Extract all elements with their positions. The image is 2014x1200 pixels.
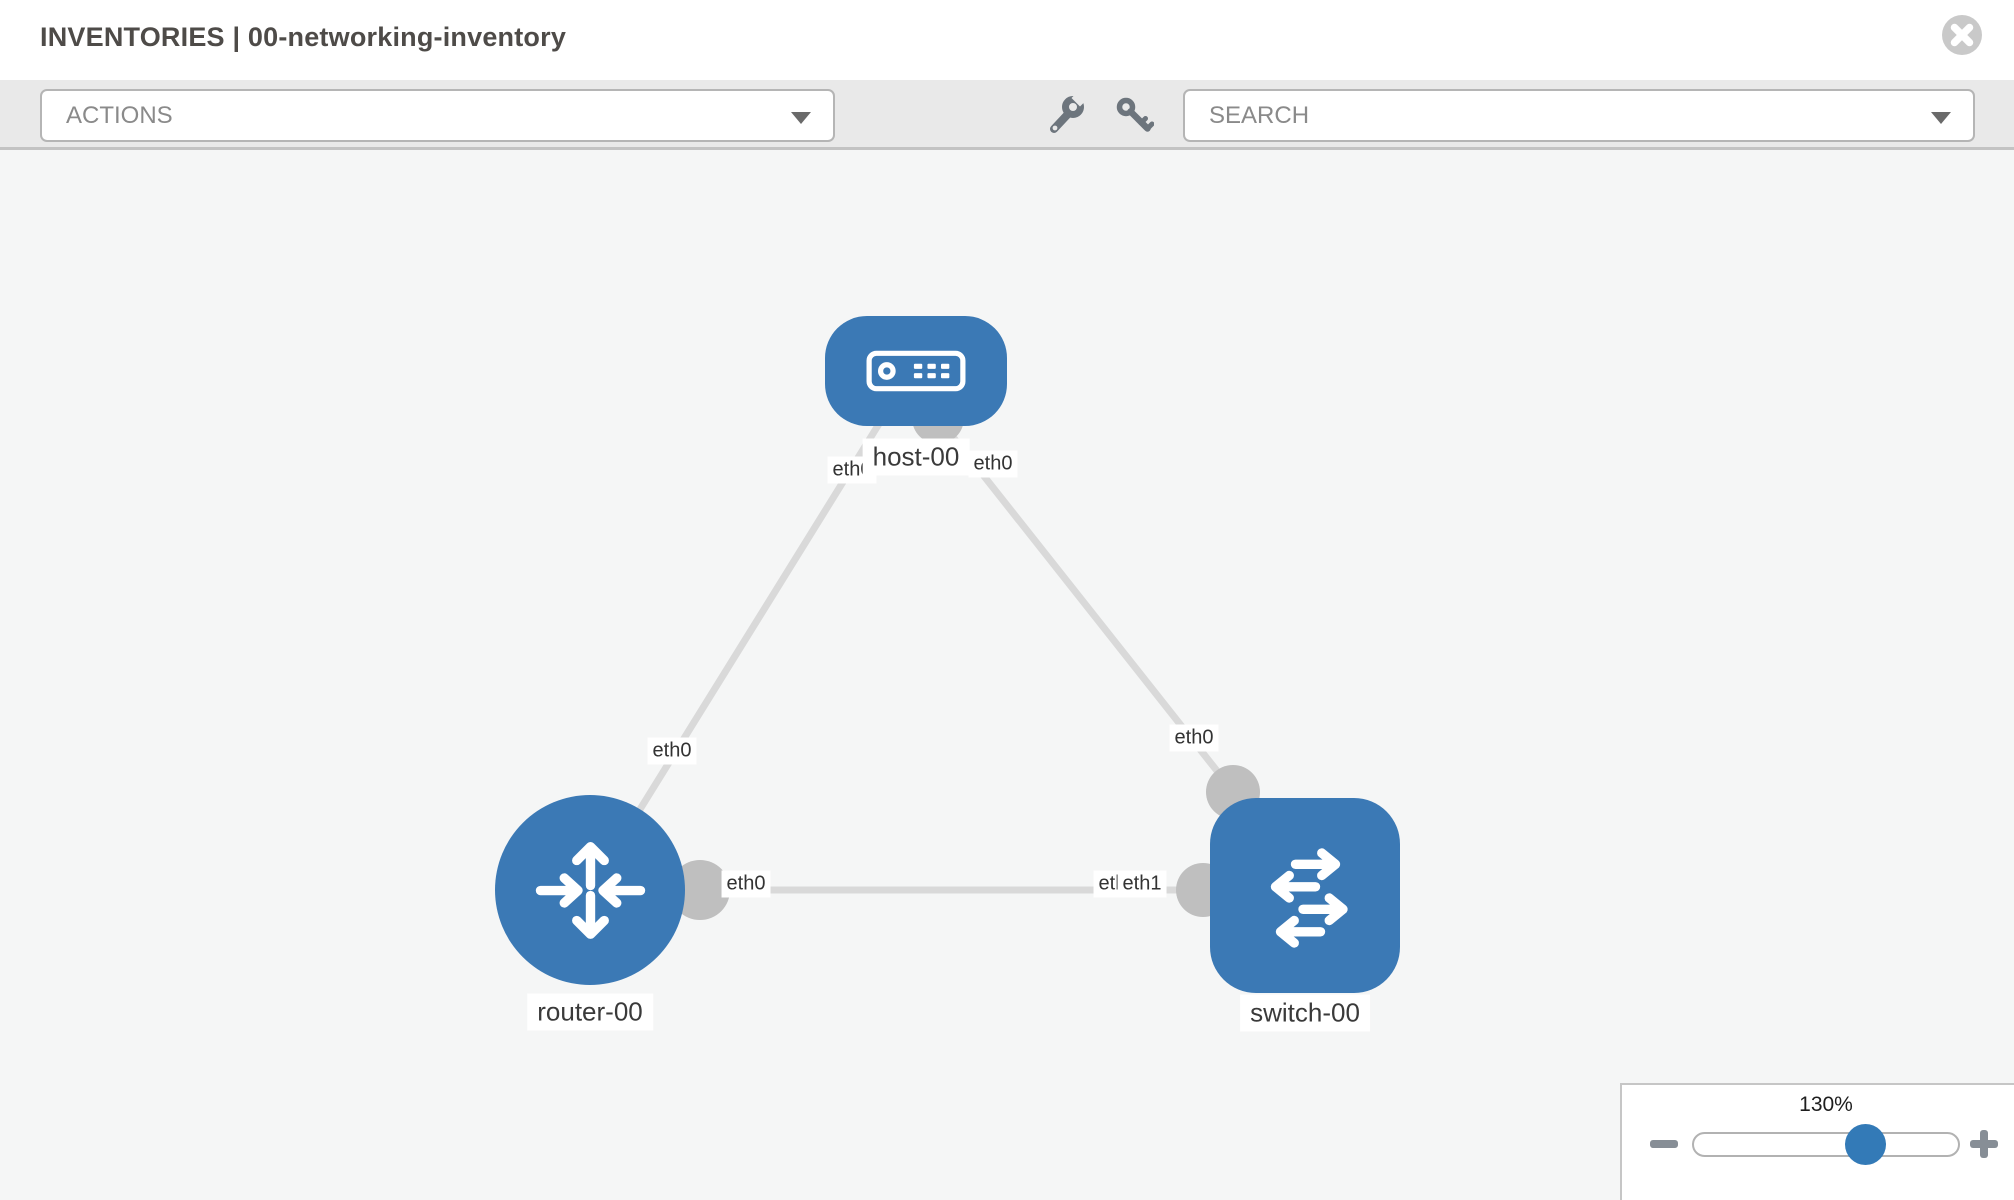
search-dropdown[interactable]: SEARCH	[1183, 89, 1975, 142]
chevron-down-icon	[791, 112, 811, 124]
plus-icon	[1980, 1130, 1988, 1158]
search-dropdown-label: SEARCH	[1209, 101, 1310, 129]
topology-canvas[interactable]: eth0eth0eth0eth0eth0eth0eth1host-00route…	[0, 150, 2014, 1200]
interface-port	[670, 860, 730, 920]
page-title: INVENTORIES | 00-networking-inventory	[40, 22, 567, 52]
interface-label: eth0	[1169, 724, 1219, 752]
interface-label: eth0	[968, 450, 1018, 478]
node-host-00[interactable]	[825, 316, 1007, 426]
key-icon	[1116, 97, 1155, 132]
zoom-out-button[interactable]	[1649, 1129, 1679, 1159]
actions-dropdown[interactable]: ACTIONS	[40, 89, 835, 142]
page-header: INVENTORIES | 00-networking-inventory	[0, 0, 2014, 80]
interface-label: eth0	[721, 870, 771, 898]
node-label-host-00: host-00	[862, 438, 970, 476]
topology-links-svg	[586, 386, 1260, 920]
zoom-value: 130%	[1799, 1093, 1853, 1116]
zoom-in-button[interactable]	[1969, 1129, 1999, 1159]
zoom-slider-handle[interactable]	[1845, 1124, 1886, 1165]
zoom-panel: 130%	[1620, 1083, 2014, 1200]
chevron-down-icon	[1931, 112, 1951, 124]
interface-label: eth0	[647, 737, 697, 765]
zoom-slider-track[interactable]	[1692, 1132, 1960, 1157]
node-label-router-00: router-00	[527, 993, 653, 1031]
key-button[interactable]	[1114, 95, 1155, 135]
node-switch-00[interactable]	[1210, 797, 1400, 993]
toolbar: ACTIONS SEARCH	[0, 80, 2014, 150]
close-icon	[1942, 15, 1982, 55]
switch-icon	[1270, 847, 1348, 948]
wrench-button[interactable]	[1046, 89, 1089, 135]
node-label-switch-00: switch-00	[1240, 994, 1370, 1032]
router-icon	[535, 841, 645, 939]
interface-label: eth1	[1117, 870, 1167, 898]
close-button[interactable]	[1941, 14, 1983, 56]
wrench-icon	[1050, 89, 1089, 133]
actions-dropdown-label: ACTIONS	[66, 101, 173, 129]
host-icon	[866, 350, 966, 392]
minus-icon	[1650, 1140, 1678, 1148]
node-router-00[interactable]	[495, 795, 685, 985]
